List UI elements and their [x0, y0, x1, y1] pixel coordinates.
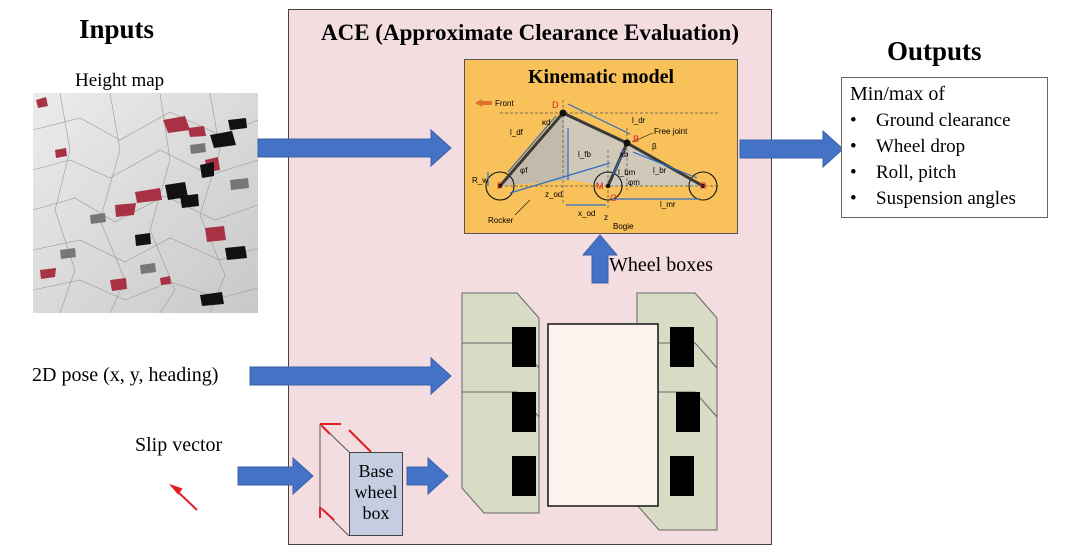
base-wheel-box-line-1: Base	[358, 461, 394, 481]
height-map-label: Height map	[75, 70, 165, 91]
bullet: •	[850, 188, 857, 209]
bogie-label: Bogie	[613, 222, 634, 231]
kinematic-model-title: Kinematic model	[527, 66, 675, 88]
z-axis-label: z	[604, 213, 608, 222]
wheel-boxes-label: Wheel boxes	[609, 254, 713, 276]
bullet: •	[850, 162, 857, 183]
point-f-label: F	[497, 181, 503, 191]
base-wheel-box-line-2: wheel	[354, 482, 398, 502]
output-item: • Ground clearance	[850, 110, 1011, 132]
inputs-title: Inputs	[79, 14, 155, 44]
outputs-heading: Min/max of	[850, 83, 945, 105]
output-item-label: Ground clearance	[876, 110, 1011, 131]
l-mr-label: l_mr	[660, 200, 676, 209]
r-w-label: R_w	[472, 176, 489, 185]
kappa-d-label: κd	[542, 118, 551, 127]
base-wheel-box: Base wheel box	[349, 452, 403, 536]
outputs-box: Min/max of • Ground clearance • Wheel drop…	[841, 77, 1048, 218]
point-r-label: R	[700, 181, 707, 191]
output-item-label: Roll, pitch	[876, 162, 957, 183]
x-od-label: x_od	[578, 209, 596, 218]
base-wheel-box-line-3: box	[362, 503, 390, 523]
kappa-b-label: κb	[620, 150, 629, 159]
rocker-label: Rocker	[488, 216, 514, 225]
l-br-label: l_br	[653, 166, 667, 175]
output-item: • Suspension angles	[850, 188, 1016, 210]
bullet: •	[850, 110, 857, 131]
z-od-label: z_od	[545, 190, 563, 199]
slip-label: Slip vector	[135, 434, 223, 456]
phi-f-label: φf	[520, 166, 528, 175]
l-dr-label: l_dr	[632, 116, 646, 125]
front-label: Front	[495, 99, 514, 108]
bullet: •	[850, 136, 857, 157]
outputs-title: Outputs	[887, 36, 982, 66]
output-item-label: Suspension angles	[876, 188, 1016, 209]
phi-m-label: φm	[628, 178, 640, 187]
l-fb-label: l_fb	[578, 150, 591, 159]
point-o-label: O	[610, 193, 618, 203]
ace-title: ACE (Approximate Clearance Evaluation)	[320, 20, 740, 45]
l-df-label: l_df	[510, 128, 523, 137]
point-d-label: D	[552, 100, 559, 110]
pose-label: 2D pose (x, y, heading)	[32, 364, 219, 386]
output-item: • Roll, pitch	[850, 162, 956, 184]
beta-label: β	[652, 142, 657, 151]
output-item-label: Wheel drop	[876, 136, 966, 157]
free-joint-label: Free joint	[654, 127, 688, 136]
l-bm-label: l_bm	[618, 168, 636, 177]
point-m-label: M	[596, 181, 604, 191]
output-item: • Wheel drop	[850, 136, 965, 158]
point-b-label: B	[633, 134, 640, 144]
